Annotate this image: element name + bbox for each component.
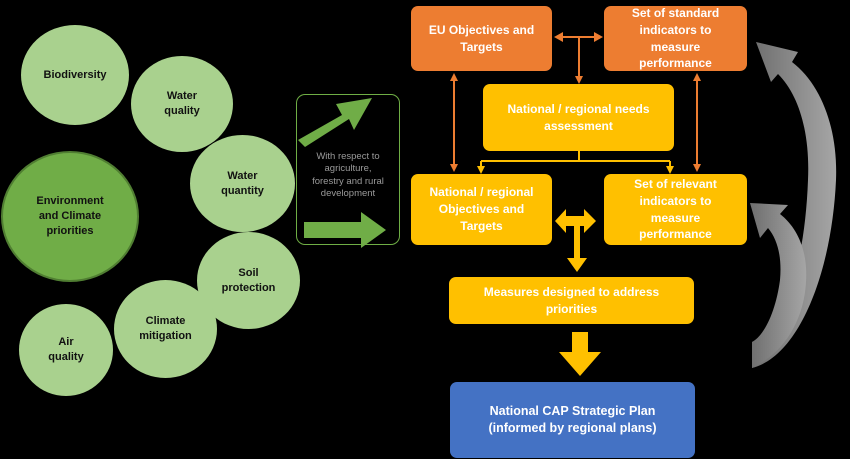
cap-plan-label: National CAP Strategic Plan (informed by… <box>488 403 657 436</box>
theme-water-quality: Water quality <box>131 56 233 152</box>
theme-climate-mitigation-label: Climate mitigation <box>139 315 192 342</box>
theme-environment-climate-label: Environment and Climate priorities <box>36 195 104 237</box>
cap-plan-box: National CAP Strategic Plan (informed by… <box>450 382 695 458</box>
theme-climate-mitigation: Climate mitigation <box>114 280 217 378</box>
needs-assessment-label: National / regional needs assessment <box>507 101 650 133</box>
relevant-indicators-box: Set of relevant indicators to measure pe… <box>604 174 747 245</box>
theme-biodiversity: Biodiversity <box>21 25 129 125</box>
eu-objectives-box: EU Objectives and Targets <box>411 6 552 71</box>
down-arrow-to-plan <box>559 332 601 376</box>
arrowhead-relevant-down <box>693 164 701 172</box>
context-note: With respect to agriculture, forestry an… <box>312 151 384 200</box>
arrowhead-needs <box>575 76 583 84</box>
theme-air-quality-label: Air quality <box>48 336 84 363</box>
eu-objectives-label: EU Objectives and Targets <box>428 22 535 54</box>
national-objectives-box: National / regional Objectives and Targe… <box>411 174 552 245</box>
arrowhead-needs-right <box>666 166 674 174</box>
theme-air-quality: Air quality <box>19 304 113 396</box>
arrowhead-eu <box>554 32 563 42</box>
theme-water-quantity-label: Water quantity <box>221 169 264 197</box>
theme-biodiversity-label: Biodiversity <box>43 68 107 81</box>
theme-water-quantity: Water quantity <box>190 135 295 232</box>
measures-box: Measures designed to address priorities <box>449 277 694 324</box>
arrowhead-national-down <box>450 164 458 172</box>
national-objectives-label: National / regional Objectives and Targe… <box>429 185 534 233</box>
arrowhead-eu-up <box>450 73 458 81</box>
theme-soil-protection-label: Soil protection <box>221 266 276 294</box>
standard-indicators-box: Set of standard indicators to measure pe… <box>604 6 747 71</box>
theme-environment-climate: Environment and Climate priorities <box>1 151 139 282</box>
measures-label: Measures designed to address priorities <box>483 284 660 316</box>
theme-water-quality-label: Water quality <box>164 90 200 117</box>
relevant-indicators-label: Set of relevant indicators to measure pe… <box>634 176 717 242</box>
arrowhead-standard <box>594 32 603 42</box>
arrowhead-standard-up <box>693 73 701 81</box>
feedback-arrow-small <box>750 203 807 368</box>
needs-assessment-box: National / regional needs assessment <box>483 84 674 151</box>
standard-indicators-label: Set of standard indicators to measure pe… <box>631 5 720 71</box>
feedback-arrow-large <box>752 42 837 368</box>
arrowhead-needs-left <box>477 166 485 174</box>
three-way-arrow <box>555 209 596 272</box>
